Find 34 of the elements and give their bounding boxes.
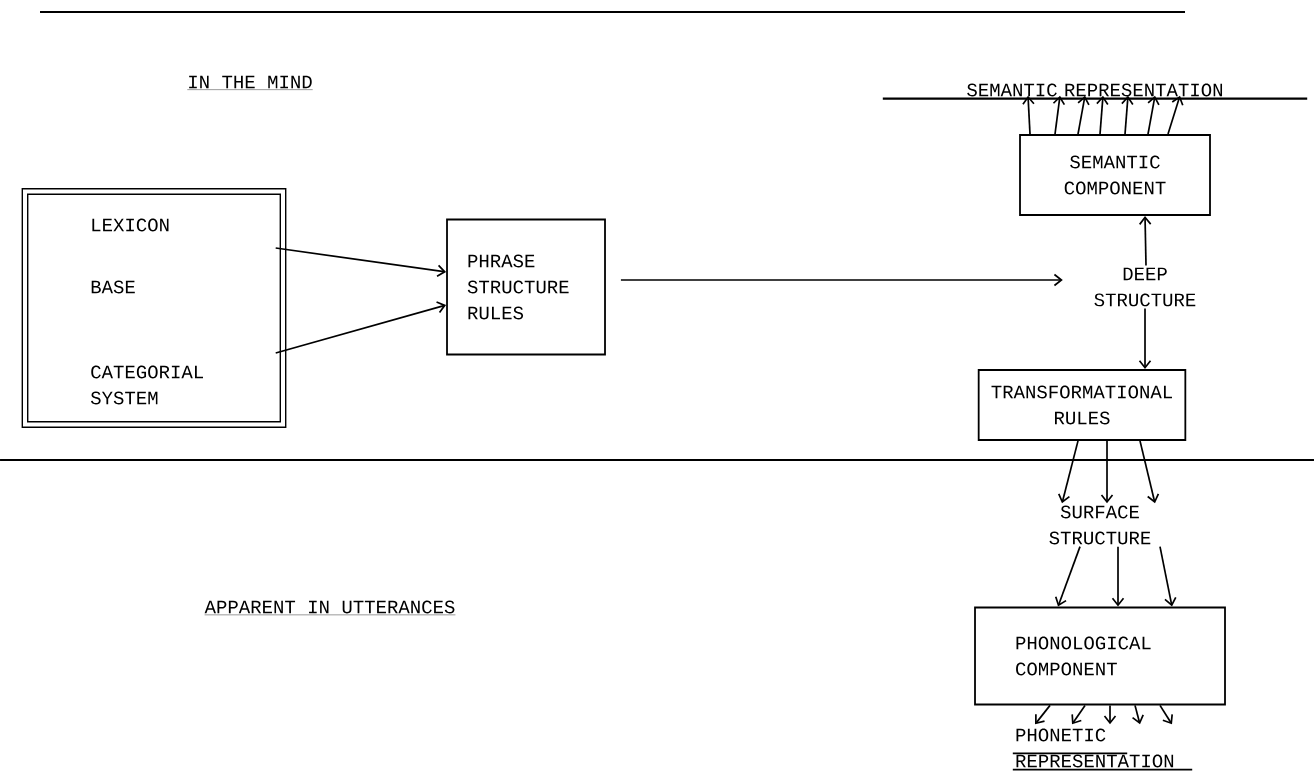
process-box: PHRASE STRUCTURE RULES xyxy=(446,218,606,356)
arrow xyxy=(1139,440,1160,504)
text-label: PHONETIC REPRESENTATION xyxy=(1016,728,1174,768)
arrow xyxy=(1103,704,1117,725)
arrow xyxy=(1167,95,1184,135)
arrow xyxy=(1057,440,1079,504)
arrow xyxy=(274,301,447,354)
arrow xyxy=(1121,95,1134,135)
arrow xyxy=(274,247,447,278)
text-label: SURFACE STRUCTURE xyxy=(1049,505,1151,545)
arrow xyxy=(1159,704,1173,725)
arrow xyxy=(1052,95,1066,135)
arrow xyxy=(1131,704,1145,725)
arrow xyxy=(1159,545,1177,607)
arrow xyxy=(1100,440,1114,504)
process-box: PHONOLOGICAL COMPONENT xyxy=(974,606,1226,706)
arrow xyxy=(1071,704,1086,725)
arrow xyxy=(1096,95,1109,135)
process-box: TRANSFORMATIONAL RULES xyxy=(977,369,1187,441)
arrow xyxy=(1035,704,1051,725)
arrow xyxy=(1147,95,1160,135)
text-label: SEMANTIC REPRESENTATION xyxy=(967,83,1222,97)
double-box: LEXICON BASE CATEGORIAL SYSTEM xyxy=(21,188,287,428)
process-box: SEMANTIC COMPONENT xyxy=(1019,134,1211,216)
arrow xyxy=(1054,545,1081,607)
arrow xyxy=(1138,307,1152,370)
text-label: DEEP STRUCTURE xyxy=(1094,267,1196,307)
heading: IN THE MIND xyxy=(187,75,313,90)
arrow xyxy=(1138,215,1152,267)
arrow xyxy=(1111,545,1125,607)
arrow xyxy=(1077,95,1090,135)
heading: APPARENT IN UTTERANCES xyxy=(204,600,456,616)
arrow xyxy=(620,273,1063,287)
arrow xyxy=(1022,95,1035,135)
